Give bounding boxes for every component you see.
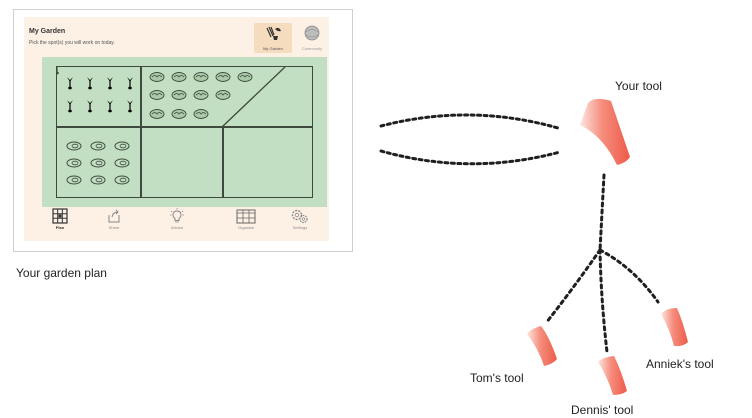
gear-icon [291, 209, 308, 224]
community-icon [304, 25, 320, 41]
your-tool-shape [580, 98, 630, 165]
tab-my-garden-label: My Garden [263, 46, 283, 51]
anniek-tool-shape [661, 308, 688, 347]
link-your-to-hub [598, 173, 606, 252]
tom-tool-shape [527, 326, 557, 366]
garden-plot [42, 57, 327, 207]
your-tool-label: Your tool [615, 79, 662, 93]
calendar-icon [236, 209, 256, 224]
nav-organize[interactable]: Organize [226, 208, 266, 230]
dennis-tool-label: Dennis' tool [571, 403, 634, 417]
tab-community[interactable]: Community [294, 23, 330, 53]
dennis-tool-shape [598, 356, 627, 395]
app-subtitle: Pick the spot(s) you will work on today. [29, 40, 115, 46]
nav-settings-label: Settings [292, 225, 308, 230]
grid-icon [52, 208, 68, 224]
tab-community-label: Community [301, 46, 323, 51]
lightbulb-icon [170, 208, 184, 223]
app-title: My Garden [29, 28, 66, 35]
garden-tools-icon [266, 26, 281, 40]
bed-potatoes[interactable] [56, 127, 141, 198]
bottom-nav: Plan Share Advice Organize Settings [24, 208, 329, 241]
bed-lettuce[interactable] [141, 66, 313, 128]
bed-onions[interactable] [54, 62, 141, 127]
nav-advice[interactable]: Advice [157, 208, 197, 230]
link-arc-bottom [379, 149, 562, 166]
share-icon [108, 209, 120, 223]
nav-advice-label: Advice [170, 225, 183, 230]
garden-plan-caption: Your garden plan [16, 266, 107, 280]
link-hub-to-tom [544, 248, 602, 325]
link-hub-to-anniek [598, 248, 660, 304]
anniek-tool-label: Anniek's tool [646, 357, 714, 371]
tab-my-garden[interactable]: My Garden [254, 23, 292, 53]
nav-plan[interactable]: Plan [40, 208, 80, 230]
nav-settings[interactable]: Settings [280, 208, 320, 230]
nav-share-label: Share [108, 225, 120, 230]
bed-empty-1[interactable] [141, 127, 223, 198]
nav-share[interactable]: Share [94, 208, 134, 230]
link-arc-top [379, 113, 560, 130]
bed-empty-2[interactable] [223, 127, 313, 198]
tom-tool-label: Tom's tool [470, 371, 524, 385]
nav-organize-label: Organize [237, 225, 255, 230]
nav-plan-label: Plan [55, 225, 65, 230]
link-hub-to-dennis [598, 248, 609, 354]
lettuce-plants [149, 66, 286, 128]
